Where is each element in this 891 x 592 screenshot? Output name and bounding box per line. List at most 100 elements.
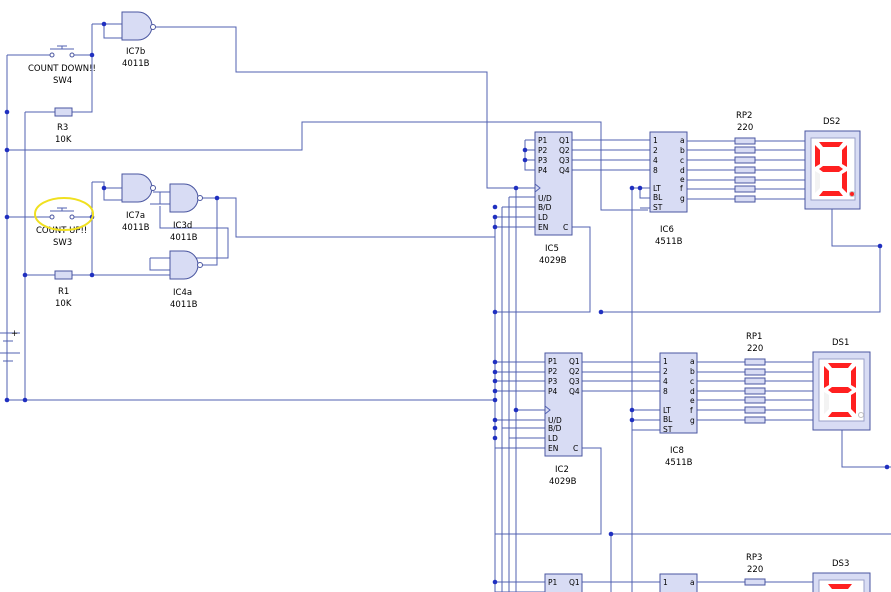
svg-text:U/D: U/D bbox=[538, 194, 552, 203]
rp1-value-label: 220 bbox=[747, 344, 763, 354]
svg-text:b: b bbox=[690, 367, 695, 376]
svg-text:EN: EN bbox=[538, 223, 548, 232]
svg-text:ST: ST bbox=[663, 425, 673, 434]
svg-text:d: d bbox=[680, 166, 685, 175]
rp2-value-label: 220 bbox=[737, 123, 753, 133]
svg-text:Q1: Q1 bbox=[559, 136, 570, 145]
ds3-ref-label: DS3 bbox=[832, 559, 849, 569]
wires bbox=[0, 23, 891, 592]
resistor-r1: R1 10K bbox=[54, 270, 73, 309]
svg-text:Q4: Q4 bbox=[559, 166, 570, 175]
counter-ic2: P1 P2 P3 P4 Q1 Q2 Q3 Q4 U/D B/D LD EN C … bbox=[544, 352, 583, 487]
ic7b-type-label: 4011B bbox=[122, 59, 150, 69]
svg-text:C: C bbox=[573, 444, 578, 453]
ds1-digit bbox=[824, 363, 864, 418]
ic4a-type-label: 4011B bbox=[170, 300, 198, 310]
svg-text:U/D: U/D bbox=[548, 416, 562, 425]
r3-value-label: 10K bbox=[55, 135, 72, 145]
ic8-type-label: 4511B bbox=[665, 458, 693, 468]
display-ds1: DS1 bbox=[812, 338, 871, 431]
switch-sw4: COUNT DOWN!! SW4 bbox=[28, 45, 96, 86]
ds2-ref-label: DS2 bbox=[823, 117, 840, 127]
svg-text:LT: LT bbox=[653, 184, 661, 193]
svg-text:e: e bbox=[680, 175, 685, 184]
display-ds2: DS2 bbox=[804, 117, 861, 210]
svg-text:4: 4 bbox=[653, 156, 658, 165]
resistor-r3: R3 10K bbox=[54, 107, 73, 145]
counter-ic-bottom: P1 Q1 bbox=[544, 573, 583, 592]
svg-text:a: a bbox=[690, 578, 695, 587]
resistor-pack-rp2: RP2 220 bbox=[734, 111, 756, 203]
highlight-circle bbox=[34, 197, 94, 231]
ic7a-type-label: 4011B bbox=[122, 223, 150, 233]
r1-value-label: 10K bbox=[55, 299, 72, 309]
svg-text:LD: LD bbox=[548, 434, 558, 443]
svg-text:c: c bbox=[680, 156, 684, 165]
decoder-ic6: 1 2 4 8 LT BL ST a b c d e f g IC6 4511B bbox=[649, 131, 688, 247]
svg-text:Q1: Q1 bbox=[569, 357, 580, 366]
ic2-type-label: 4029B bbox=[549, 477, 577, 487]
svg-text:BL: BL bbox=[663, 415, 673, 424]
svg-text:Q2: Q2 bbox=[569, 367, 580, 376]
ic7b-ref-label: IC7b bbox=[126, 47, 145, 57]
svg-text:P3: P3 bbox=[538, 156, 548, 165]
svg-text:g: g bbox=[680, 194, 685, 203]
svg-text:P2: P2 bbox=[548, 367, 558, 376]
gate-ic7b: IC7b 4011B bbox=[121, 11, 156, 69]
svg-text:1: 1 bbox=[663, 578, 668, 587]
svg-text:d: d bbox=[690, 387, 695, 396]
ds2-digit bbox=[815, 142, 855, 197]
svg-text:ST: ST bbox=[653, 203, 663, 212]
switch-sw3: COUNT UP!! SW3 bbox=[34, 197, 94, 248]
junctions bbox=[4, 21, 890, 585]
svg-text:2: 2 bbox=[653, 146, 658, 155]
rp2-ref-label: RP2 bbox=[736, 111, 752, 121]
sw3-name-label: COUNT UP!! bbox=[36, 226, 87, 236]
svg-text:B/D: B/D bbox=[548, 424, 562, 433]
svg-text:LD: LD bbox=[538, 213, 548, 222]
svg-text:P1: P1 bbox=[538, 136, 548, 145]
ic2-ref-label: IC2 bbox=[555, 465, 569, 475]
svg-text:LT: LT bbox=[663, 406, 671, 415]
r1-ref-label: R1 bbox=[58, 287, 69, 297]
svg-text:b: b bbox=[680, 146, 685, 155]
ds1-ref-label: DS1 bbox=[832, 338, 849, 348]
ic7a-ref-label: IC7a bbox=[126, 211, 145, 221]
gate-ic7a: IC7a 4011B bbox=[121, 173, 156, 233]
resistor-pack-rp1: RP1 220 bbox=[744, 332, 766, 424]
svg-text:Q2: Q2 bbox=[559, 146, 570, 155]
svg-text:f: f bbox=[680, 184, 683, 193]
ic5-ref-label: IC5 bbox=[545, 244, 559, 254]
r3-ref-label: R3 bbox=[57, 123, 68, 133]
svg-text:Q1: Q1 bbox=[569, 578, 580, 587]
svg-text:P4: P4 bbox=[538, 166, 548, 175]
svg-text:8: 8 bbox=[663, 387, 668, 396]
ic6-ref-label: IC6 bbox=[660, 225, 674, 235]
display-ds3: DS3 bbox=[812, 559, 871, 592]
svg-text:EN: EN bbox=[548, 444, 558, 453]
decoder-ic-bottom: 1 a bbox=[659, 573, 698, 592]
battery-plus-label: + bbox=[11, 329, 18, 339]
ic6-type-label: 4511B bbox=[655, 237, 683, 247]
ic5-type-label: 4029B bbox=[539, 256, 567, 266]
sw4-name-label: COUNT DOWN!! bbox=[28, 64, 96, 74]
svg-text:BL: BL bbox=[653, 193, 663, 202]
svg-text:Q3: Q3 bbox=[569, 377, 580, 386]
rp3-ref-label: RP3 bbox=[746, 553, 762, 563]
svg-text:P3: P3 bbox=[548, 377, 558, 386]
svg-text:C: C bbox=[563, 223, 568, 232]
svg-text:f: f bbox=[690, 406, 693, 415]
counter-ic5: P1 P2 P3 P4 Q1 Q2 Q3 Q4 U/D B/D LD EN C … bbox=[534, 131, 573, 266]
rp3-value-label: 220 bbox=[747, 565, 763, 575]
svg-text:P1: P1 bbox=[548, 578, 558, 587]
ic3d-ref-label: IC3d bbox=[173, 221, 192, 231]
svg-text:a: a bbox=[690, 357, 695, 366]
decoder-ic8: 1 2 4 8 LT BL ST a b c d e f g IC8 4511B bbox=[659, 352, 698, 468]
svg-text:e: e bbox=[690, 396, 695, 405]
svg-text:Q3: Q3 bbox=[559, 156, 570, 165]
svg-text:g: g bbox=[690, 416, 695, 425]
ic8-ref-label: IC8 bbox=[670, 446, 684, 456]
sw3-ref-label: SW3 bbox=[53, 238, 72, 248]
battery: + bbox=[11, 329, 18, 339]
